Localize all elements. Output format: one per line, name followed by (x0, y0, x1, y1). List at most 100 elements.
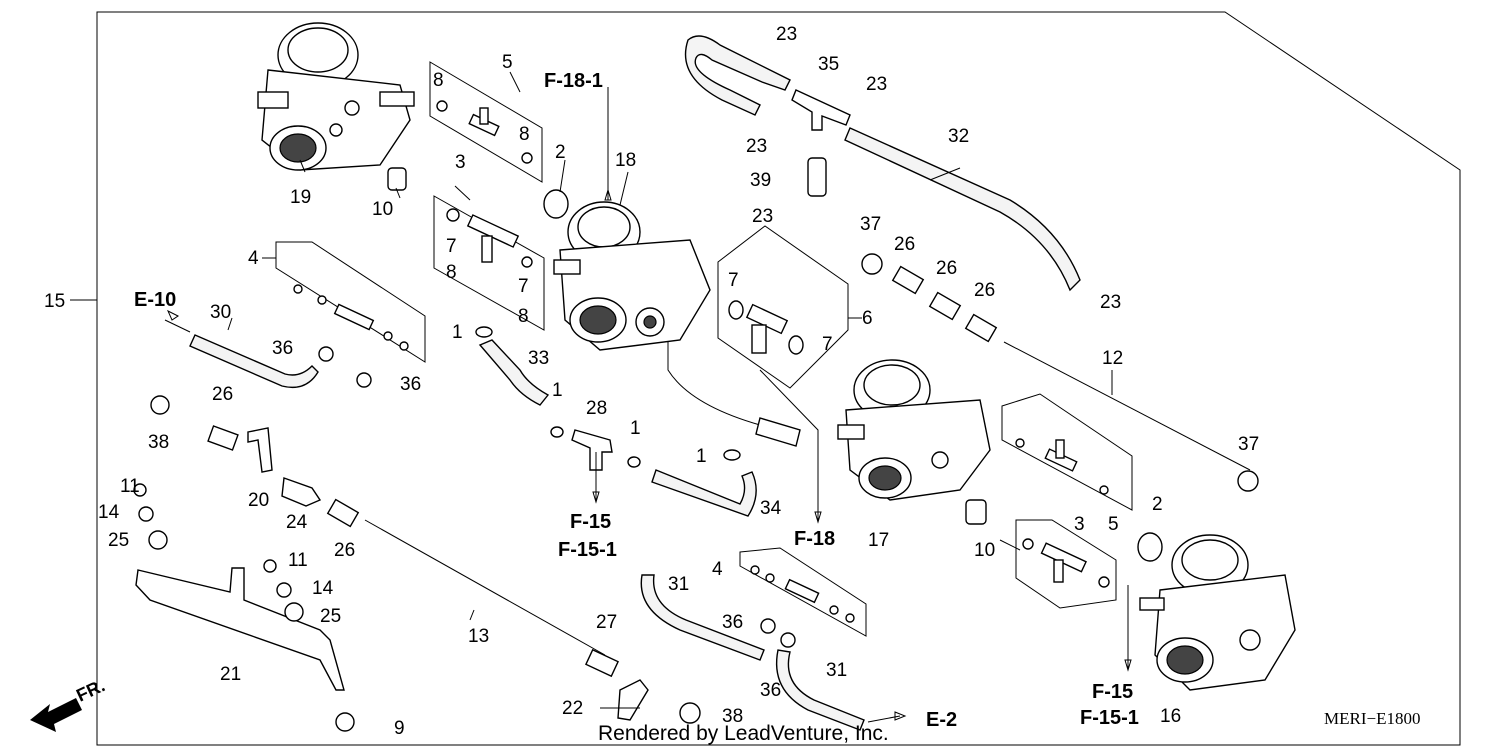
callout-7: 7 (518, 276, 529, 297)
spacer-2-top (543, 189, 569, 219)
assembly-boundary (96, 11, 1461, 746)
callout-14: 14 (312, 578, 334, 599)
front-direction-indicator: FR. (30, 675, 108, 732)
clip-36-c (760, 618, 776, 634)
callout-36: 36 (760, 680, 781, 701)
nut-37-a (861, 253, 883, 275)
grommet-25-a (148, 530, 168, 550)
bracket-21 (135, 567, 345, 691)
callout-18: 18 (615, 150, 636, 171)
clip-36-d (780, 632, 796, 648)
callout-32: 32 (948, 126, 969, 147)
callout-11: 11 (120, 476, 140, 497)
collar-26-c (891, 265, 925, 295)
ref-f15-a: F-15 (570, 511, 611, 533)
callout-23: 23 (752, 206, 773, 227)
callout-15: 15 (44, 291, 65, 312)
shaft-13 (364, 519, 606, 656)
callout-39: 39 (750, 170, 771, 191)
callout-28: 28 (586, 398, 607, 419)
ref-f15-1-a: F-15-1 (558, 539, 617, 561)
joint-group-5-right (1001, 393, 1133, 511)
callout-34: 34 (760, 498, 782, 519)
callout-33: 33 (528, 348, 549, 369)
spring-10-top (387, 167, 407, 191)
oring-1-c (627, 456, 641, 468)
callout-23: 23 (776, 24, 797, 45)
callout-25: 25 (320, 606, 341, 627)
ref-f15-b: F-15 (1092, 681, 1133, 703)
tube-39 (807, 157, 827, 197)
carburetor-19 (257, 22, 415, 171)
callout-36: 36 (400, 374, 421, 395)
callout-1: 1 (630, 418, 641, 439)
callout-23: 23 (866, 74, 887, 95)
callout-24: 24 (286, 512, 308, 533)
callout-26: 26 (334, 540, 355, 561)
diagram-code: MERI−E1800 (1324, 709, 1420, 728)
callout-37: 37 (860, 214, 881, 235)
callout-30: 30 (210, 302, 231, 323)
ref-f18: F-18 (794, 528, 835, 550)
joint-group-4-left (275, 241, 426, 363)
callout-4: 4 (248, 248, 259, 269)
ref-f18-1: F-18-1 (544, 70, 603, 92)
callout-5: 5 (502, 52, 513, 73)
callout-1: 1 (452, 322, 463, 343)
joint-group-3-right (1015, 519, 1117, 609)
bolt-11-a (133, 483, 147, 497)
stay-20 (247, 427, 273, 473)
hose-32 (684, 35, 791, 116)
callout-31: 31 (668, 574, 689, 595)
clip-9 (335, 712, 355, 732)
callout-22: 22 (562, 698, 583, 719)
oring-1-d (723, 449, 741, 461)
oring-1-a (475, 326, 493, 338)
callout-26: 26 (894, 234, 915, 255)
callout-7: 7 (822, 334, 833, 355)
ref-e10: E-10 (134, 289, 176, 311)
callout-10: 10 (974, 540, 995, 561)
hose-33 (478, 339, 550, 406)
hose-32-main (844, 127, 1081, 292)
callout-5: 5 (1108, 514, 1119, 535)
callout-36: 36 (722, 612, 743, 633)
carburetor-16 (1139, 534, 1296, 691)
collar-26-a (207, 425, 239, 451)
grommet-25-b (284, 602, 304, 622)
carburetor-17 (837, 359, 991, 501)
collar-26-d (928, 291, 962, 321)
nut-38-b (679, 702, 701, 724)
hose-31-upper (640, 574, 765, 661)
callout-36: 36 (272, 338, 293, 359)
callout-21: 21 (220, 664, 241, 685)
leader-lines (70, 71, 1132, 723)
hose-30 (189, 334, 319, 389)
callout-8: 8 (518, 306, 529, 327)
callout-25: 25 (108, 530, 129, 551)
callout-1: 1 (696, 446, 707, 467)
washer-14-a (138, 506, 154, 522)
callout-23: 23 (746, 136, 767, 157)
joint-group-4-bottom (739, 547, 867, 637)
bolt-11-b (263, 559, 277, 573)
callout-14: 14 (98, 502, 120, 523)
callout-11: 11 (288, 550, 308, 571)
hose-34 (651, 469, 757, 517)
joint-group-3-top (433, 195, 545, 331)
callout-35: 35 (818, 54, 839, 75)
spring-10-right (965, 499, 987, 525)
callout-1: 1 (552, 380, 563, 401)
callout-7: 7 (446, 236, 457, 257)
adapter-24 (281, 477, 322, 507)
watermark: Rendered by LeadVenture, Inc. (598, 722, 889, 745)
callout-31: 31 (826, 660, 847, 681)
callout-8: 8 (433, 70, 444, 91)
shaft-12 (1003, 341, 1251, 471)
nut-38-a (150, 395, 170, 415)
joint-35 (791, 89, 851, 131)
callout-27: 27 (596, 612, 617, 633)
callout-38: 38 (148, 432, 169, 453)
callout-3: 3 (1074, 514, 1085, 535)
